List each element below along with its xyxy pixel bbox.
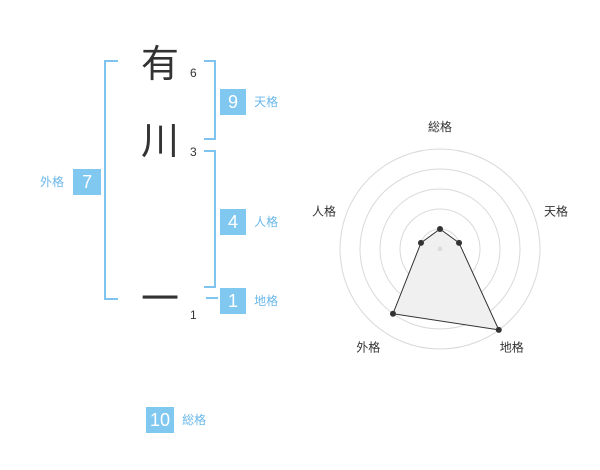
radar-point-2 [495, 326, 502, 333]
radar-point-1 [456, 239, 463, 246]
radar-point-4 [417, 239, 424, 246]
soukaku-label: 総格 [182, 413, 207, 427]
soukaku-group: 10 総格 [146, 407, 206, 433]
chikaku-group: 1 地格 [220, 288, 278, 314]
name-char-3: 一 [140, 277, 179, 321]
stroke-count-1: 6 [190, 66, 197, 80]
gaikaku-label: 外格 [40, 175, 65, 189]
radar-area [392, 228, 500, 331]
radar-ring-4 [359, 168, 521, 330]
soukaku-badge: 10 [146, 407, 174, 433]
radar-point-3 [389, 310, 396, 317]
gaikaku-group: 外格 7 [40, 169, 102, 195]
radar-point-0 [437, 226, 443, 232]
stroke-count-3: 1 [190, 308, 197, 322]
tenkaku-badge: 9 [220, 89, 246, 115]
radar-points [389, 226, 502, 333]
jinkaku-badge: 4 [220, 209, 246, 235]
jinkaku-group: 4 人格 [220, 209, 278, 235]
chikaku-label: 地格 [254, 294, 279, 308]
radar-center-dot [437, 246, 443, 252]
radar-axis-label-0: 総格 [428, 119, 452, 134]
gaikaku-badge: 7 [73, 169, 102, 195]
radar-axis-label-3: 外格 [356, 340, 380, 355]
radar-ring-5 [339, 148, 541, 350]
name-char-1: 有 [140, 42, 179, 86]
radar-axis-label-4: 人格 [312, 203, 336, 218]
chikaku-connector [206, 297, 218, 299]
name-char-2: 川 [140, 119, 179, 163]
stroke-count-2: 3 [190, 145, 197, 159]
chikaku-badge: 1 [220, 288, 246, 314]
radar-axis-label-1: 天格 [544, 203, 568, 218]
jinkaku-label: 人格 [254, 215, 279, 229]
radar-axis-label-2: 地格 [500, 340, 524, 355]
tenkaku-label: 天格 [254, 95, 279, 109]
tenkaku-group: 9 天格 [220, 89, 278, 115]
